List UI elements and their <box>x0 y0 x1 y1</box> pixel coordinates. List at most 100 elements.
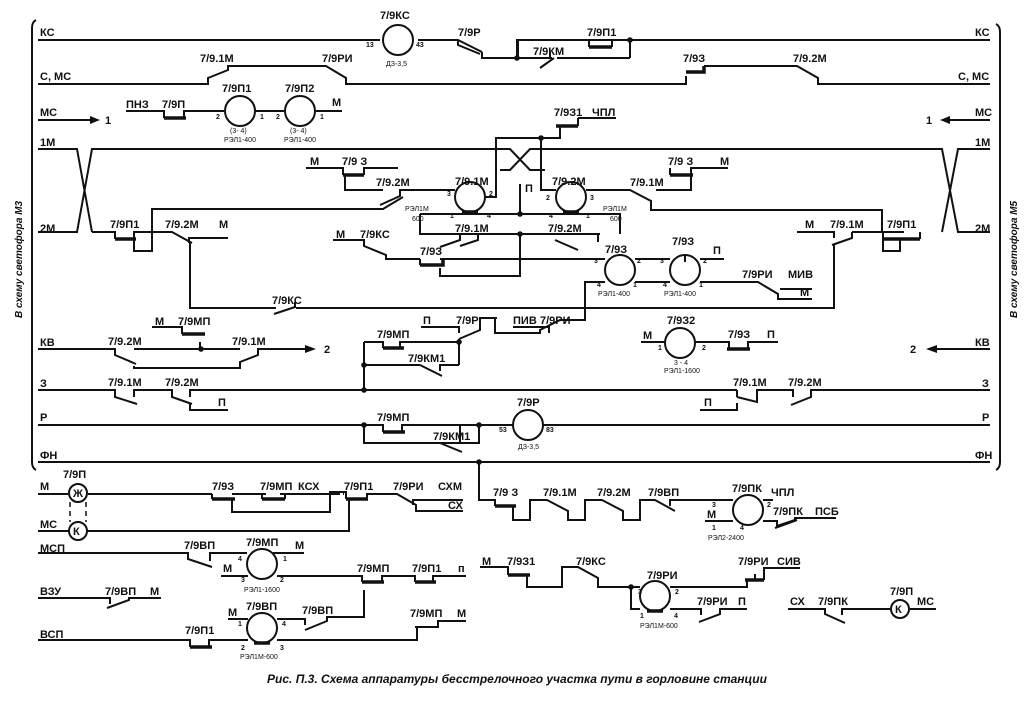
relay-name: 7/9РИ <box>647 570 678 582</box>
contact-label: М <box>482 556 491 568</box>
wire <box>363 339 460 390</box>
contact-label: СИВ <box>777 556 801 568</box>
wire <box>797 231 921 252</box>
contact-label: 7/9Р <box>456 315 479 327</box>
relay-type: 600 <box>610 216 622 223</box>
figure-caption: Рис. П.3. Схема аппаратуры бесстрелочног… <box>267 672 767 686</box>
contact-label: М <box>310 156 319 168</box>
wire <box>788 608 936 624</box>
contact-label: 7/9ВП <box>302 605 333 617</box>
wire <box>480 282 586 334</box>
wire <box>92 196 404 252</box>
bus-r-right: Р <box>982 412 989 424</box>
junction <box>198 346 204 352</box>
relay-coil-93b <box>669 254 701 286</box>
wire <box>419 184 621 235</box>
wire <box>38 39 990 59</box>
relay-sub: (3- 4) <box>290 128 307 135</box>
relay-coil-p1 <box>224 95 256 127</box>
contact-label: 7/9.2М <box>165 219 199 231</box>
contact-label: 7/9ВП <box>648 487 679 499</box>
side-label-left: В схему светофора М3 <box>13 200 25 318</box>
contact-label: 7/9РИ <box>738 556 769 568</box>
right-bracket <box>995 23 1001 471</box>
bus-fn-left: ФН <box>40 450 57 462</box>
wire <box>133 349 259 369</box>
contact-label: 7/9 З <box>668 156 693 168</box>
relay-name: 7/9Р <box>517 397 540 409</box>
wire <box>38 597 161 609</box>
pin: 1 <box>633 282 637 289</box>
contact-label: 7/9ПК <box>773 506 803 518</box>
lamp-symbol: К <box>73 526 80 538</box>
wire <box>126 110 342 118</box>
wire <box>152 326 201 349</box>
wire <box>189 403 738 411</box>
bus-2m-right: 2М <box>975 223 990 235</box>
arrow-left-icon <box>940 116 950 124</box>
relay-coil-p2 <box>284 95 316 127</box>
contact-label: М <box>332 97 341 109</box>
relay-type: РЭЛ1-400 <box>284 137 316 144</box>
relay-name: 7/9.1М <box>455 176 489 188</box>
pin: 2 <box>241 645 245 652</box>
contact-label: 7/9РИ <box>742 269 773 281</box>
junction <box>514 55 520 61</box>
relay-type: РЭЛ1М-600 <box>640 623 678 630</box>
contact-label: 7/9ПК <box>818 596 848 608</box>
contact-label: 7/9МП <box>357 563 389 575</box>
wire <box>221 575 466 582</box>
wire <box>774 519 798 529</box>
wire <box>485 138 497 198</box>
contact-label: ПИВ <box>513 315 537 327</box>
arrow-right-icon <box>305 345 316 353</box>
wire <box>261 493 318 499</box>
contact-label: М <box>223 563 232 575</box>
contact-label: 7/9РИ <box>697 596 728 608</box>
contact <box>686 66 706 74</box>
pin: 4 <box>740 525 744 532</box>
contact-label: 7/9КС <box>360 229 390 241</box>
pin: 3 <box>660 258 664 265</box>
pin: 2 <box>489 191 493 198</box>
relay-coil-vp <box>246 612 278 644</box>
contact-label: М <box>228 607 237 619</box>
bus-ms-lamp2: МС <box>40 519 57 531</box>
wire <box>705 517 836 528</box>
pin: 1 <box>238 621 242 628</box>
wire <box>545 148 990 233</box>
wire <box>273 306 296 315</box>
contact-label: М <box>295 540 304 552</box>
pin: 3 <box>280 645 284 652</box>
bus-1m-left: 1М <box>40 137 55 149</box>
contact-label: М <box>219 219 228 231</box>
pin: 83 <box>546 427 554 434</box>
contact-label: СХ <box>448 500 464 512</box>
contact-label: 7/9З <box>728 329 750 341</box>
wire <box>457 40 552 59</box>
wire <box>656 167 728 191</box>
relay-name: 7/9КС <box>380 10 410 22</box>
contact-label: 7/9РИ <box>322 53 353 65</box>
relay-type: 600 <box>412 216 424 223</box>
lamp-k2-icon <box>890 599 910 619</box>
wire <box>304 590 365 631</box>
wire <box>625 580 748 623</box>
contact-label: 7/9.1М <box>108 377 142 389</box>
contact-label: ВЗУ <box>40 586 61 598</box>
contact-closed <box>420 259 445 267</box>
contact-label: М <box>457 608 466 620</box>
left-bracket <box>31 19 37 471</box>
wire <box>588 40 613 47</box>
bus-ks-left: КС <box>40 27 55 39</box>
contact-label: 7/9З1 <box>554 107 582 119</box>
arrow-left-icon <box>926 345 937 353</box>
contact-label: П <box>713 245 721 257</box>
relay-type: ДЗ-3,5 <box>386 61 407 68</box>
contact-label: п <box>458 563 465 575</box>
relay-coil-ri <box>639 580 671 612</box>
contact-label: 7/9П1 <box>412 563 441 575</box>
wire <box>439 234 521 277</box>
contact-label: 7/9З <box>420 246 442 258</box>
pin: 2 <box>702 345 706 352</box>
